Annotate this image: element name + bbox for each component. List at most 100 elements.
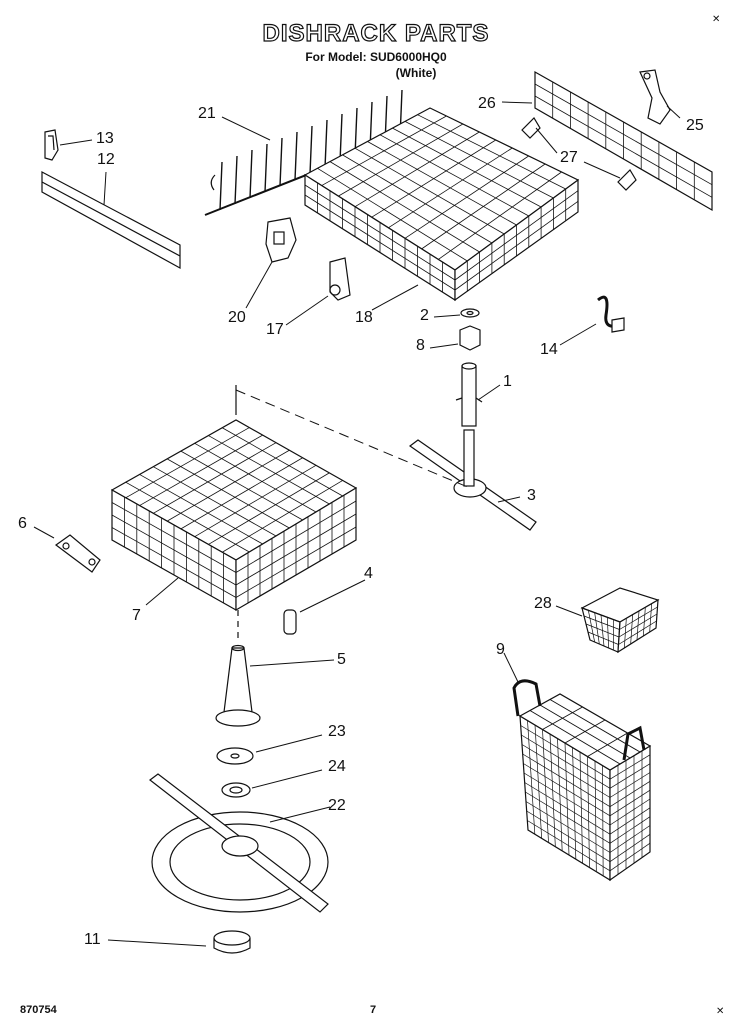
washer-part-2 xyxy=(460,308,480,318)
wire-line xyxy=(339,113,343,163)
wire-line xyxy=(222,480,343,553)
wire-line xyxy=(618,613,658,638)
callout-5: 5 xyxy=(337,651,346,668)
wire-line xyxy=(609,842,651,872)
wire-line xyxy=(587,631,619,645)
wire-line xyxy=(417,114,566,190)
wire-line xyxy=(208,435,330,505)
lower-rack-part-7 xyxy=(110,419,358,612)
wire-line xyxy=(139,434,263,506)
wire-line xyxy=(454,201,579,291)
rack-rail-part-12 xyxy=(41,171,181,270)
callout-23: 23 xyxy=(328,723,346,740)
callout-28: 28 xyxy=(534,595,552,612)
upper-spray-arm-part-3 xyxy=(408,429,537,531)
wire-line xyxy=(379,134,529,217)
wire-line xyxy=(235,513,357,586)
wire-line xyxy=(111,514,237,586)
wire-line xyxy=(235,526,357,598)
corner-mark-top-right: ✕ xyxy=(712,14,721,25)
ring-part-24 xyxy=(221,782,251,798)
small-basket-part-28 xyxy=(580,587,660,654)
wire-line xyxy=(525,791,611,844)
ring-part-11 xyxy=(213,930,251,954)
wire-line xyxy=(208,472,330,545)
callout-25: 25 xyxy=(686,117,704,134)
callout-18: 18 xyxy=(355,309,373,326)
wire-line xyxy=(520,725,611,780)
tine-row-part-21 xyxy=(204,89,421,216)
wire-line xyxy=(324,119,328,169)
wire-line xyxy=(321,115,447,186)
callout-13: 13 xyxy=(96,130,114,147)
rail-end-cap-part-13 xyxy=(44,129,59,161)
leader-lines xyxy=(33,101,681,947)
wire-line xyxy=(166,449,290,522)
wire-line xyxy=(222,427,343,497)
wire-line xyxy=(404,121,554,199)
wire-line xyxy=(317,167,468,262)
wire-line xyxy=(234,155,238,205)
upper-rack-part-18 xyxy=(303,107,580,302)
wire-line xyxy=(564,719,606,744)
wire-line xyxy=(235,500,357,573)
callout-21: 21 xyxy=(198,105,216,122)
callout-1: 1 xyxy=(503,373,512,390)
wire-line xyxy=(194,442,317,513)
bracket-part-25 xyxy=(639,69,671,125)
callout-20: 20 xyxy=(228,309,246,326)
wire-line xyxy=(264,143,268,193)
wire-line xyxy=(367,141,517,226)
wire-line xyxy=(534,95,713,198)
wire-line xyxy=(153,442,277,514)
wire-line xyxy=(527,820,611,872)
callout-26: 26 xyxy=(478,95,496,112)
wire-line xyxy=(523,772,611,826)
callout-14: 14 xyxy=(540,341,558,358)
wire-line xyxy=(153,466,277,537)
spray-base-part-22 xyxy=(149,773,329,913)
wire-line xyxy=(404,155,529,239)
wire-line xyxy=(304,184,456,281)
wire-line xyxy=(609,834,651,862)
wire-line xyxy=(180,457,303,530)
wire-line xyxy=(125,427,250,499)
wire-line xyxy=(534,83,713,186)
wire-line xyxy=(338,123,464,197)
wire-line xyxy=(522,753,611,807)
wire-line xyxy=(139,474,263,545)
wire-line xyxy=(609,807,651,835)
callout-8: 8 xyxy=(416,337,425,354)
wire-line xyxy=(438,171,562,260)
wire-line xyxy=(219,161,223,211)
washer-part-23 xyxy=(216,747,254,765)
wire-line xyxy=(609,825,651,853)
wire-line xyxy=(125,481,250,553)
wire-line xyxy=(329,161,480,253)
page-number: 7 xyxy=(370,1004,377,1016)
wire-line xyxy=(111,502,237,573)
wire-line xyxy=(180,450,303,521)
callout-17: 17 xyxy=(266,321,284,338)
wire-line xyxy=(166,458,290,529)
wire-line xyxy=(521,734,611,789)
stop-part-20 xyxy=(265,217,297,263)
callout-4: 4 xyxy=(364,565,373,582)
callout-12: 12 xyxy=(97,151,115,168)
model-line: For Model: SUD6000HQ0 xyxy=(305,50,447,64)
shelf-grid-part-26 xyxy=(534,70,713,212)
callout-2: 2 xyxy=(420,307,429,324)
wire-line xyxy=(421,163,546,250)
wire-line xyxy=(609,781,651,807)
callout-27: 27 xyxy=(560,149,578,166)
wire-line xyxy=(609,816,651,844)
wire-line xyxy=(525,801,611,853)
wire-line xyxy=(194,464,317,538)
callout-11: 11 xyxy=(84,931,101,948)
wire-line xyxy=(304,194,456,291)
feed-tube-part-1 xyxy=(455,362,483,427)
wire-line xyxy=(111,527,237,598)
wire-line xyxy=(523,763,611,817)
wire-line xyxy=(521,744,611,798)
